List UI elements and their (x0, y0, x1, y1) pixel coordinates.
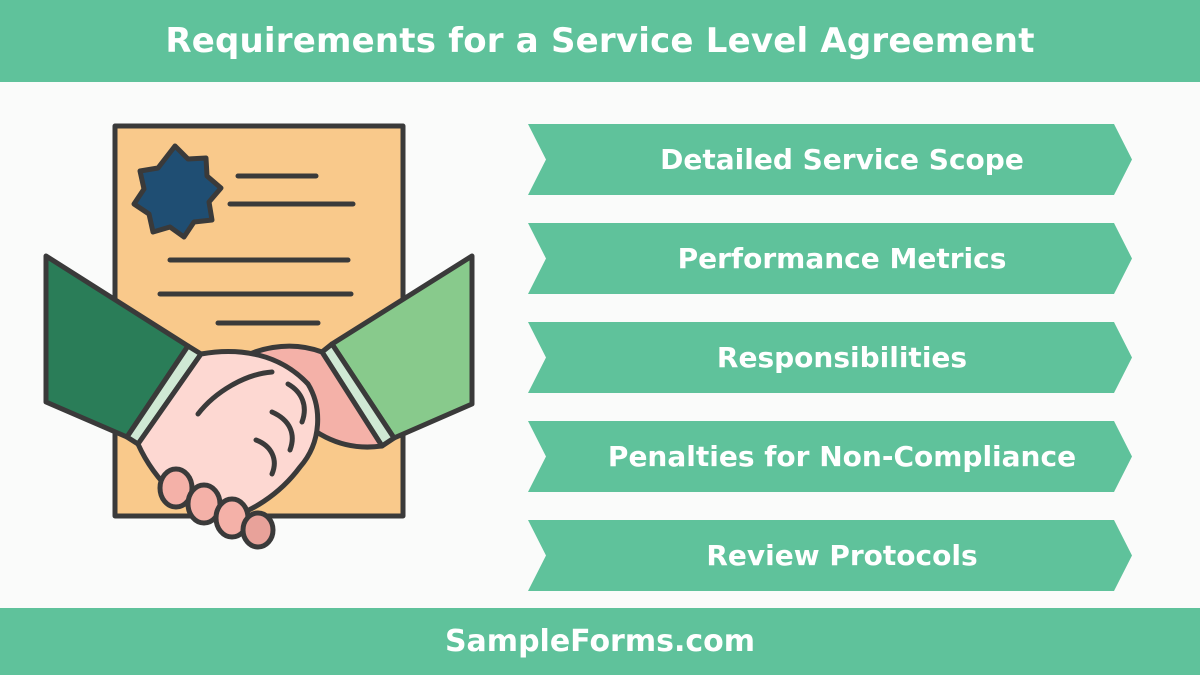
list-item: Responsibilities (528, 322, 1132, 393)
page-footer: SampleForms.com (0, 608, 1200, 675)
requirement-label: Detailed Service Scope (660, 143, 1024, 176)
page-title: Requirements for a Service Level Agreeme… (165, 21, 1035, 61)
brand-name: SampleForms.com (444, 624, 756, 659)
requirement-label: Review Protocols (706, 539, 978, 572)
page-header: Requirements for a Service Level Agreeme… (0, 0, 1200, 82)
seal-icon (131, 143, 224, 240)
requirement-label: Penalties for Non-Compliance (607, 440, 1077, 473)
list-item: Detailed Service Scope (528, 124, 1132, 195)
content-area: Detailed Service Scope Performance Metri… (0, 82, 1200, 608)
requirement-label: Performance Metrics (677, 242, 1007, 275)
list-item: Performance Metrics (528, 223, 1132, 294)
list-item: Review Protocols (528, 520, 1132, 591)
list-item: Penalties for Non-Compliance (528, 421, 1132, 492)
requirement-label: Responsibilities (716, 341, 968, 374)
handshake-contract-icon (40, 122, 480, 566)
requirements-list: Detailed Service Scope Performance Metri… (528, 124, 1132, 619)
